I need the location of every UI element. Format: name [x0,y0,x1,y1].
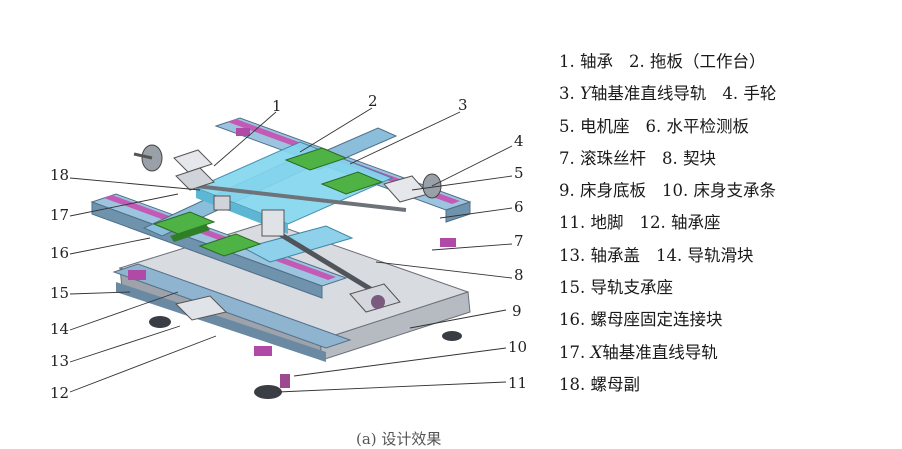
callout-7: 7 [514,232,524,250]
callout-2: 2 [368,92,378,110]
feet [149,316,462,399]
bearing-seat [175,283,401,321]
legend-row: 17. X轴基准直线导轨 [559,342,718,362]
ball-screw [268,225,384,299]
leader-lines [69,107,513,393]
callout-14: 14 [50,320,69,338]
callout-1: 1 [272,97,282,115]
callout-numbers: 1 2 3 4 5 6 7 8 9 10 11 12 13 14 15 16 1… [50,92,527,402]
callout-6: 6 [514,198,524,216]
bed-support-strips [112,263,352,362]
screw-nut-pair [213,195,285,237]
callout-16: 16 [50,244,69,262]
callout-3: 3 [458,96,468,114]
legend-row: 15. 导轨支承座 [559,278,673,298]
callout-18: 18 [50,166,69,184]
rail-sliders [152,147,384,257]
callout-8: 8 [514,266,524,284]
callout-9: 9 [512,302,522,320]
callout-4: 4 [514,132,524,150]
motor-seat [173,149,429,203]
magenta-clamps [128,128,456,356]
assembly-diagram: 1 2 3 4 5 6 7 8 9 10 11 12 13 14 15 16 1… [50,92,527,402]
callout-5: 5 [514,164,524,182]
ball-screw-y [195,184,407,212]
callout-12: 12 [50,384,69,402]
legend-row: 16. 螺母座固定连接块 [559,310,723,330]
callout-13: 13 [50,352,69,370]
legend-row: 18. 螺母副 [559,374,640,394]
callout-15: 15 [50,284,69,302]
callout-10: 10 [508,338,527,356]
callout-17: 17 [50,206,69,224]
callout-11: 11 [508,374,527,392]
